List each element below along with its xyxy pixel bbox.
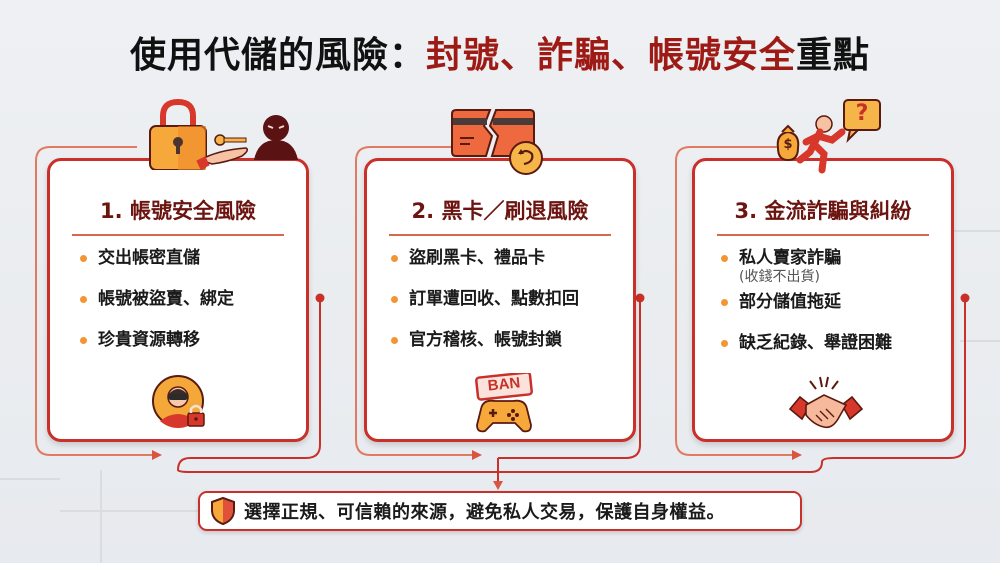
card-bullet-list: 私人賣家詐騙(收錢不出貨) 部分儲值拖延 缺乏紀錄、舉證困難 [721, 247, 892, 373]
background-line [100, 470, 102, 563]
card-bullet-list: 交出帳密直儲 帳號被盜賣、綁定 珍貴資源轉移 [80, 247, 234, 370]
list-item: 訂單遭回收、點數扣回 [391, 288, 579, 310]
title-prefix: 使用代儲的風險： [129, 35, 426, 76]
dollar-sign: $ [783, 137, 793, 152]
shield-icon [211, 496, 235, 526]
list-item: 官方稽核、帳號封鎖 [391, 329, 579, 351]
footer-text: 選擇正規、可信賴的來源，避免私人交易，保護自身權益。 [244, 502, 725, 523]
list-item: 部分儲值拖延 [721, 291, 892, 313]
background-line [940, 230, 1000, 232]
page-title: 使用代儲的風險：封號、詐騙、帳號安全重點 [0, 26, 1000, 78]
ban-gamepad-icon: BAN [473, 373, 535, 435]
title-highlight: 封號、詐騙、帳號安全 [425, 35, 796, 76]
risk-card-account-security: 1. 帳號安全風險 交出帳密直儲 帳號被盜賣、綁定 珍貴資源轉移 [47, 158, 309, 442]
card-divider [72, 234, 284, 236]
list-item: 盜刷黑卡、禮品卡 [391, 247, 579, 269]
masked-user-lock-icon [152, 375, 205, 428]
footer-advice-box: 選擇正規、可信賴的來源，避免私人交易，保護自身權益。 [198, 491, 802, 531]
card-divider [717, 234, 929, 236]
lock-key-hand-hacker-icon [149, 98, 298, 170]
list-item-text: 私人賣家詐騙 [739, 248, 841, 268]
list-item: 珍貴資源轉移 [80, 329, 234, 351]
list-item: 帳號被盜賣、綁定 [80, 288, 234, 310]
risk-card-blackcard-chargeback: 2. 黑卡／刷退風險 盜刷黑卡、禮品卡 訂單遭回收、點數扣回 官方稽核、帳號封鎖… [364, 158, 636, 442]
risk-card-payment-fraud: 3. 金流詐騙與糾紛 私人賣家詐騙(收錢不出貨) 部分儲值拖延 缺乏紀錄、舉證困… [692, 158, 954, 442]
card-divider [389, 234, 611, 236]
title-suffix: 重點 [796, 35, 871, 76]
background-line [0, 478, 60, 480]
list-item: 交出帳密直儲 [80, 247, 234, 269]
card-title: 1. 帳號安全風險 [100, 199, 256, 223]
background-line [60, 510, 200, 512]
running-thief-money-bag-icon: ? $ [770, 98, 890, 178]
card-title: 3. 金流詐騙與糾紛 [734, 199, 912, 223]
question-mark: ? [855, 101, 869, 126]
list-item: 缺乏紀錄、舉證困難 [721, 332, 892, 354]
card-title: 2. 黑卡／刷退風險 [411, 199, 589, 223]
background-line [960, 340, 1000, 342]
list-item: 私人賣家詐騙(收錢不出貨) [721, 247, 892, 286]
card-bullet-list: 盜刷黑卡、禮品卡 訂單遭回收、點數扣回 官方稽核、帳號封鎖 [391, 247, 579, 370]
handshake-icon [788, 376, 864, 429]
list-item-subtext: (收錢不出貨) [739, 269, 820, 285]
broken-credit-card-refund-icon [451, 109, 543, 175]
